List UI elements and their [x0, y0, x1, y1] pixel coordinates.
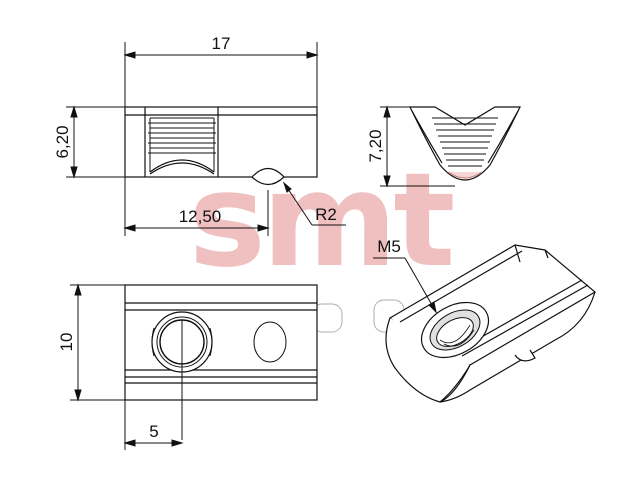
- dim-width-label: 10: [57, 333, 76, 352]
- dim-height-front-label: 6,20: [53, 125, 72, 158]
- front-thread: [148, 117, 216, 172]
- top-view: [124, 284, 318, 440]
- dim-length: [123, 42, 319, 107]
- dim-hole-offset-label: 5: [149, 422, 158, 441]
- front-view: [124, 106, 318, 186]
- dim-height-front: [66, 105, 125, 179]
- dim-radius: [282, 181, 346, 226]
- iso-view: [385, 244, 597, 403]
- dim-length-label: 17: [212, 34, 231, 53]
- dim-height-side: [380, 105, 455, 188]
- dim-radius-label: R2: [315, 205, 337, 224]
- dim-offset-label: 12,50: [179, 207, 222, 226]
- side-thread: [432, 117, 498, 167]
- side-view: [409, 106, 521, 181]
- dim-thread: [373, 257, 437, 314]
- dim-thread-label: M5: [377, 237, 401, 256]
- dim-width: [70, 283, 125, 402]
- dim-offset: [123, 177, 270, 236]
- dim-height-side-label: 7,20: [366, 129, 385, 162]
- dim-hole-offset: [123, 400, 184, 450]
